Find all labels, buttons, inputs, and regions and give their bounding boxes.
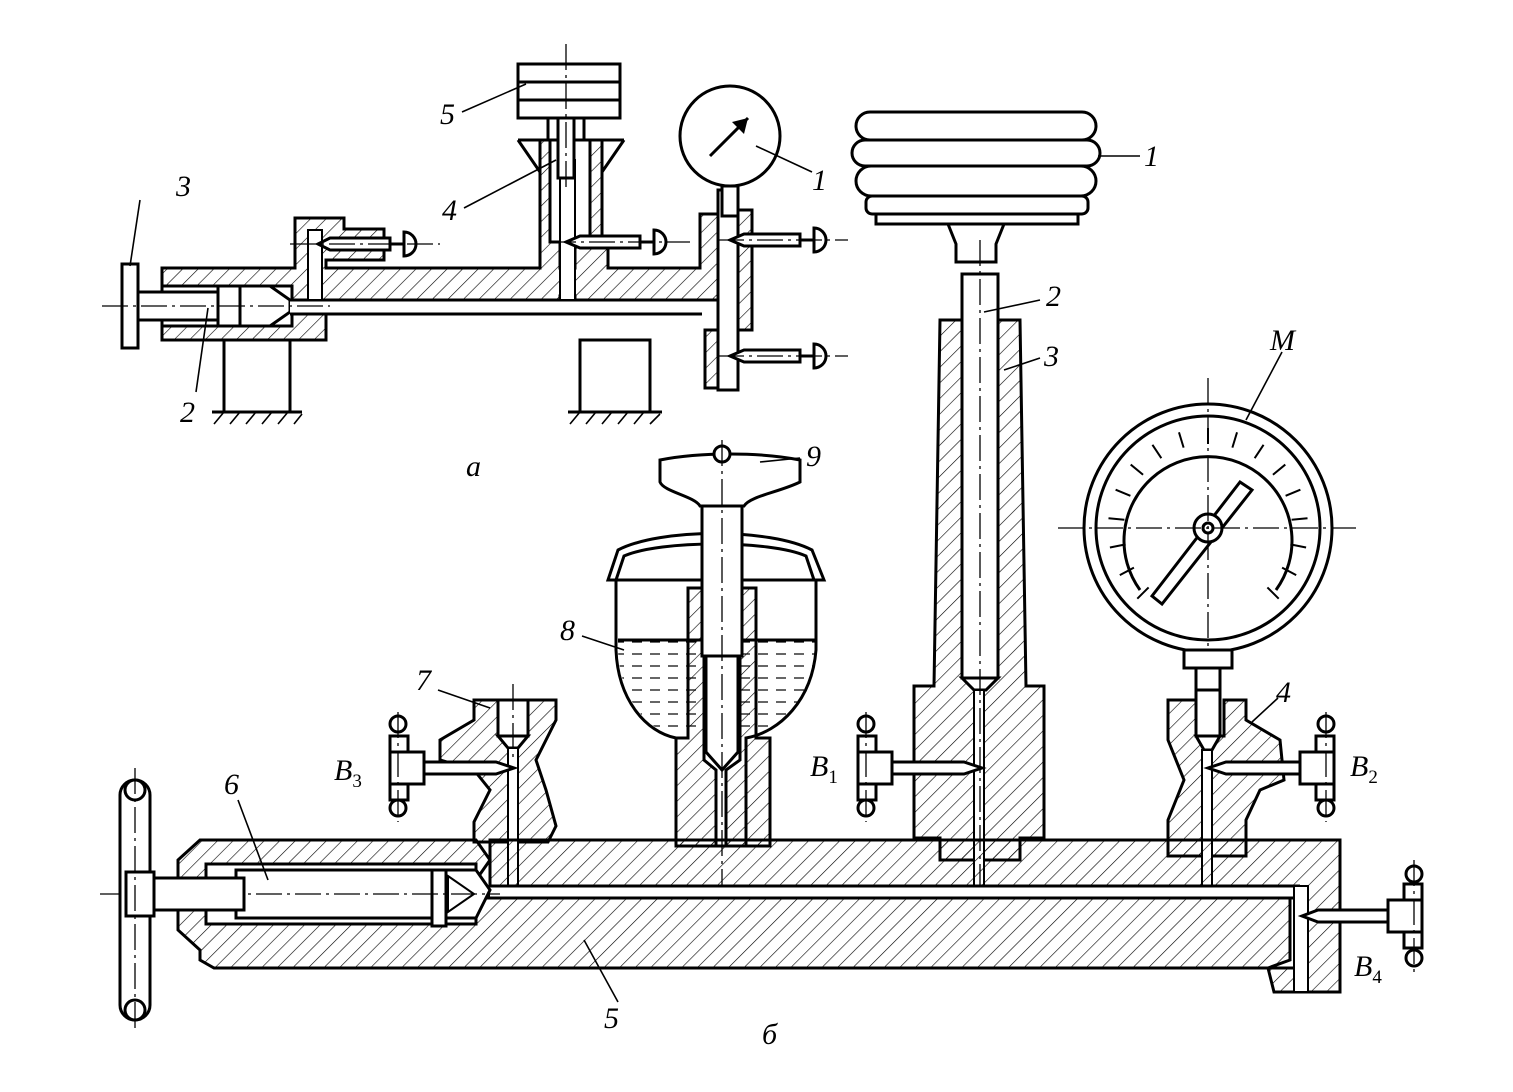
- label-b-8: 8: [560, 614, 575, 647]
- label-b-4: 4: [1276, 676, 1291, 709]
- figure-a: 5 4 1 3 2 а: [102, 44, 848, 483]
- gauge-tick: [1109, 543, 1126, 549]
- crank-screw-6: [118, 768, 246, 1030]
- base-5: [100, 838, 1342, 994]
- label-b-m: M: [1269, 324, 1297, 357]
- leaders-b: [237, 155, 1283, 1003]
- press-body-a: [160, 138, 754, 392]
- gauge-tick: [1272, 463, 1286, 476]
- gauge-tick: [1253, 444, 1265, 459]
- gauge-tick: [1119, 566, 1135, 577]
- label-b-3: 3: [1043, 340, 1059, 373]
- label-b-2: 2: [1046, 280, 1061, 313]
- handwheel-3: [102, 262, 330, 350]
- piston-weights-1: [850, 110, 1102, 264]
- valve-b2[interactable]: [1203, 712, 1336, 822]
- manometer-m: [1058, 378, 1356, 692]
- label-b-9: 9: [806, 440, 821, 473]
- weights-5: [516, 44, 622, 190]
- fitting-4: [1166, 688, 1286, 891]
- gauge-tick: [1231, 432, 1238, 448]
- gauge-1: [678, 84, 782, 218]
- gauge-tick: [1291, 517, 1308, 521]
- gauge-tick: [1151, 444, 1163, 459]
- gauge-tick: [1285, 488, 1301, 497]
- label-b-5: 5: [604, 1002, 619, 1035]
- figure-b: 1 2 3 M 9 8 7 4 6 5 B3 B1 B2 B4 б: [100, 110, 1424, 1051]
- gauge-tick: [1178, 432, 1185, 448]
- label-a-2: 2: [180, 396, 195, 429]
- label-a-1: 1: [812, 164, 827, 197]
- caption-a: а: [466, 450, 481, 483]
- label-b-1: 1: [1144, 140, 1159, 173]
- label-a-3: 3: [175, 170, 191, 203]
- support-left: [212, 338, 303, 425]
- leaders-a: [129, 83, 813, 393]
- label-a-4: 4: [442, 194, 457, 227]
- label-b-7: 7: [416, 664, 433, 697]
- gauge-tick: [1115, 488, 1131, 497]
- gauge-tick: [1290, 543, 1307, 549]
- gauge-tick: [1130, 463, 1144, 476]
- valve-b1[interactable]: [856, 712, 987, 822]
- label-b-6: 6: [224, 768, 239, 801]
- gauge-tick: [1281, 566, 1297, 577]
- gauge-tick: [1136, 586, 1150, 600]
- piston-column-3: [912, 240, 1046, 900]
- gauge-tick: [1266, 586, 1280, 600]
- caption-b: б: [762, 1018, 778, 1051]
- support-right: [568, 338, 662, 425]
- valve-b4[interactable]: [1297, 860, 1424, 972]
- gauge-tick: [1108, 517, 1125, 521]
- valve-b3[interactable]: [388, 712, 519, 822]
- valve-label-b2: B2: [1350, 750, 1378, 788]
- valve-label-b1: B1: [810, 750, 838, 788]
- valves-a: [290, 226, 848, 370]
- valve-rod-9: [658, 440, 802, 900]
- valve-label-b4: B4: [1354, 950, 1382, 988]
- valve-label-b3: B3: [334, 754, 362, 792]
- label-a-5: 5: [440, 98, 455, 131]
